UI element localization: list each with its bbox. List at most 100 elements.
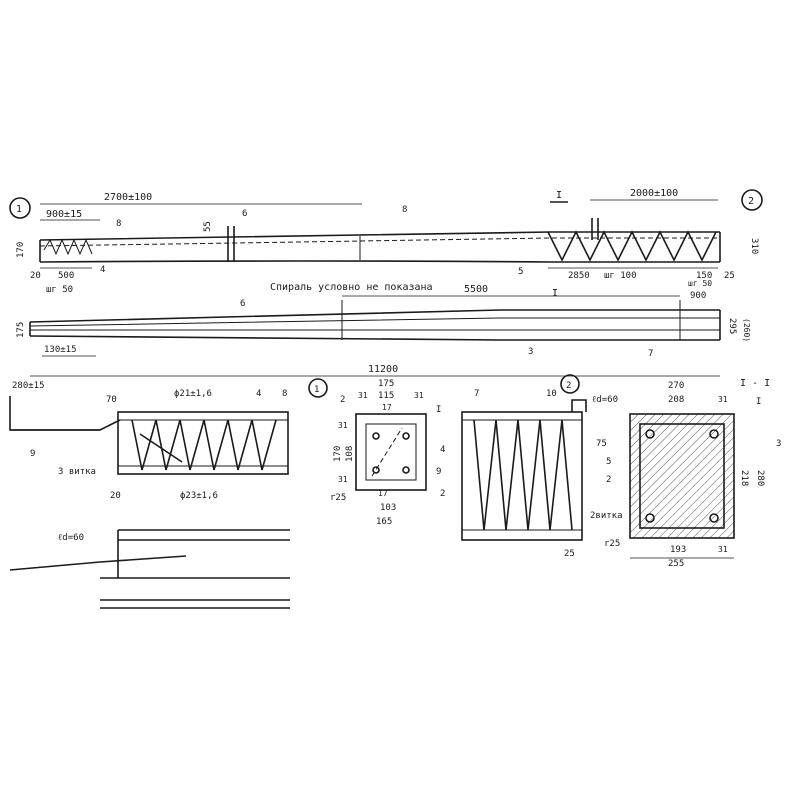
detail3-ld: ℓd=60 [58, 533, 84, 543]
detail2-spiral [473, 419, 573, 531]
s1-pos-9: 9 [436, 467, 441, 477]
section-mark-I-plan: I [552, 288, 558, 299]
s1-dim-17a: 17 [382, 403, 392, 412]
plan-pos-6: 6 [240, 299, 245, 309]
d2-ld: ℓd=60 [592, 395, 618, 405]
dim-310: 310 [749, 238, 759, 254]
pos-4-label: 4 [100, 265, 105, 275]
plan-bar-6 [29, 317, 720, 327]
s2-pos-3: 3 [776, 439, 781, 449]
s2-dim-218: 218 [739, 470, 749, 486]
section-title: I - I [740, 378, 770, 389]
spiral-right [547, 230, 717, 262]
dim-11200: 11200 [368, 364, 398, 375]
pitch-50b: шг 50 [688, 279, 712, 288]
s2-pos-I: I [756, 397, 761, 407]
plan-bottom-edge [29, 335, 720, 341]
section1-outline [355, 413, 427, 491]
s1-dim-31a: 31 [358, 391, 368, 400]
dim-55: 55 [203, 221, 213, 232]
s1-dim-31b: 31 [414, 391, 424, 400]
dim-2850: 2850 [568, 271, 590, 281]
section2-outline [629, 413, 735, 539]
dim-25: 25 [724, 271, 735, 281]
detail2-frame [461, 411, 583, 541]
dim-500: 500 [58, 271, 74, 281]
callout-circle-1b [308, 378, 328, 398]
plan-pos-7: 7 [648, 349, 653, 359]
d2-pos-5: 5 [606, 457, 611, 467]
dim-5500: 5500 [464, 284, 488, 295]
pitch-100: шг 100 [604, 271, 637, 281]
plan-view: 5500 900 шг 50 I 175 295 (260) 130±15 28… [12, 279, 751, 391]
dim-130: 130±15 [44, 345, 77, 355]
detail1-end-bar [9, 396, 100, 431]
s1-dim-103: 103 [380, 503, 396, 513]
s2-dim-208: 208 [668, 395, 684, 405]
bar-8-dashed [39, 237, 720, 247]
detail3-hook [9, 555, 187, 571]
callout-circle-1 [9, 197, 31, 219]
detail-1: 70 ϕ21±1,6 ϕ23±1,6 20 3 витка 4 8 9 [9, 389, 289, 501]
s1-dim-17b: 17 [378, 489, 388, 498]
s2-dim-193: 193 [670, 545, 686, 555]
dim-260: (260) [742, 318, 751, 342]
detail2-hook [571, 399, 587, 412]
pos-5-label: 5 [518, 267, 523, 277]
s1-dim-31d: 31 [338, 475, 348, 484]
s2-dim-270: 270 [668, 381, 684, 391]
detail-2: 2 7 10 ℓd=60 75 5 2витка 25 [461, 374, 623, 559]
detail1-spiral [131, 419, 277, 471]
bar-dot [709, 513, 719, 523]
detail1-phi23: ϕ23±1,6 [180, 491, 218, 501]
detail1-frame [117, 411, 289, 475]
bar-dot [645, 429, 655, 439]
s1-pos-4: 4 [440, 445, 445, 455]
s1-pos-2b: 2 [440, 489, 445, 499]
pos-8b-label: 8 [402, 205, 407, 215]
s1-dim-175: 175 [378, 379, 394, 389]
s2-dim-255: 255 [668, 559, 684, 569]
s2-dim-31b: 31 [718, 545, 728, 554]
bar-dot [709, 429, 719, 439]
dim-280: 280±15 [12, 381, 45, 391]
detail1-pos-9: 9 [30, 449, 35, 459]
section-2: I - I 270 208 31 I 218 280 3 2 r25 193 3… [604, 378, 781, 569]
detail1-phi21: ϕ21±1,6 [174, 389, 212, 399]
pitch-50: шг 50 [46, 285, 73, 295]
pos-6-label: 6 [242, 209, 247, 219]
section-1: 1 175 115 31 31 17 17 170 108 31 31 103 … [308, 378, 445, 527]
dim-900b: 900 [690, 291, 706, 301]
dim-20: 20 [30, 271, 41, 281]
dim-150: 150 [696, 271, 712, 281]
detail1-turns: 3 витка [58, 467, 96, 477]
s1-dim-r25: r25 [330, 493, 346, 503]
bar-dot [402, 432, 410, 440]
callout-2b-label: 2 [566, 381, 571, 391]
d2-turns: 2витка [590, 511, 623, 521]
note-spiral: Спираль условно не показана [270, 282, 433, 293]
pos-8-label: 8 [116, 219, 121, 229]
s1-pos-2a: 2 [340, 395, 345, 405]
bar-dot [372, 432, 380, 440]
s1-dim-31c: 31 [338, 421, 348, 430]
callout-2-label: 2 [748, 196, 754, 207]
detail1-dim-70: 70 [106, 395, 117, 405]
callout-circle-2b [560, 374, 580, 394]
dim-170: 170 [16, 242, 26, 258]
s1-dim-170: 170 [333, 446, 343, 462]
dim-295: 295 [727, 318, 737, 334]
detail1-pos-8: 8 [282, 389, 287, 399]
section-mark-I-top: I [556, 190, 562, 201]
detail1-dim-20: 20 [110, 491, 121, 501]
callout-circle-2 [741, 189, 763, 211]
d2-dim-25: 25 [564, 549, 575, 559]
beam-bottom-edge [39, 260, 720, 263]
spiral-left [43, 238, 93, 256]
s1-pos-I: I [436, 405, 441, 415]
elevation-view: 1 2 2700±100 900±15 2000±100 55 170 310 … [9, 188, 763, 295]
s1-dim-165: 165 [376, 517, 392, 527]
d2-pos-7: 7 [474, 389, 479, 399]
dim-2700: 2700±100 [104, 192, 152, 203]
